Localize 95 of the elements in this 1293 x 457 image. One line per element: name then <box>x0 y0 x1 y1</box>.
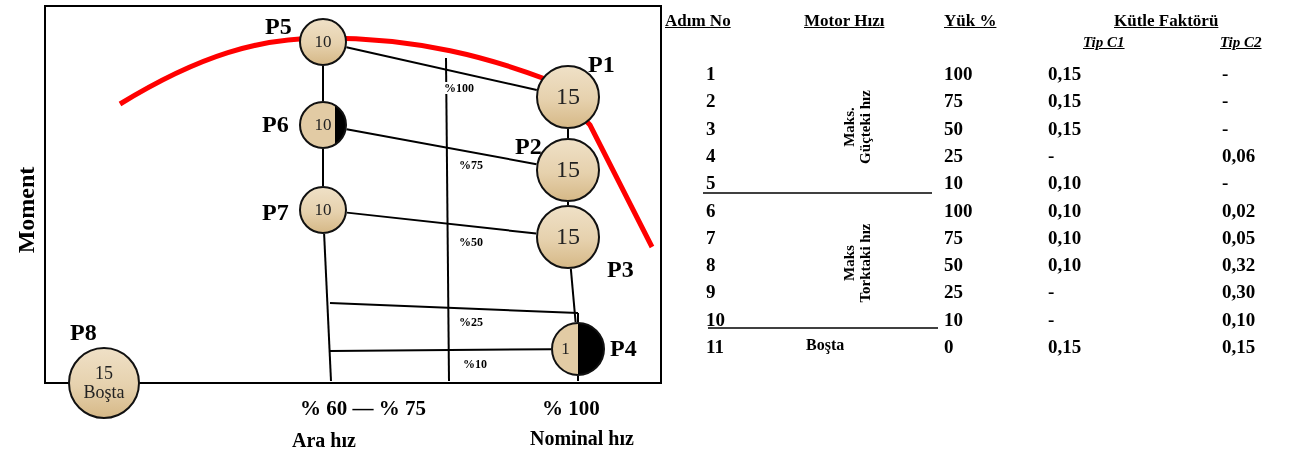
table-value: Boşta <box>806 337 845 353</box>
point-label: P8 <box>70 320 97 344</box>
connector-line <box>345 211 538 235</box>
table-value: 0,06 <box>1222 145 1256 165</box>
table-value: 8 <box>706 255 716 275</box>
mode-circle <box>551 322 605 376</box>
point-label: P4 <box>610 336 637 360</box>
speed-label: Ara hız <box>292 430 356 450</box>
speed-group-label: Maks. Güçteki hız <box>842 89 874 166</box>
table-value: 0,15 <box>1048 337 1082 356</box>
column-header: Tip C2 <box>1220 35 1262 50</box>
table-value: 10 <box>706 309 725 329</box>
table-value: 100 <box>944 64 973 83</box>
column-header: Kütle Faktörü <box>1114 12 1219 29</box>
table-value: 100 <box>944 200 973 220</box>
table-value: 0,10 <box>1048 173 1082 193</box>
table-value: 75 <box>944 91 963 111</box>
axis-title: Moment <box>14 166 38 254</box>
edge-label: %100 <box>443 82 475 94</box>
point-label: P3 <box>607 257 634 281</box>
table-value: 0,02 <box>1222 200 1256 220</box>
table-value: 50 <box>944 118 963 138</box>
table-value: 0 <box>944 337 954 356</box>
weight-number: 10 <box>314 116 332 134</box>
speed-label: % 100 <box>542 398 600 419</box>
point-label: P2 <box>515 134 542 158</box>
speed-label: % 60 — % 75 <box>300 398 426 419</box>
mode-circle <box>299 186 347 234</box>
table-value: 6 <box>706 200 716 220</box>
column-header: Adım No <box>665 12 731 29</box>
table-value: 0,15 <box>1222 337 1256 356</box>
connector-line <box>322 148 324 187</box>
connector-line <box>567 128 569 139</box>
weight-number: 15 <box>556 224 580 250</box>
mode-circle <box>536 205 600 269</box>
edge-label: %10 <box>462 358 488 370</box>
table-value: 2 <box>706 91 716 111</box>
speed-group-label: Maks Torktaki hız <box>842 222 874 305</box>
table-value: 0,30 <box>1222 282 1256 302</box>
column-header: Yük % <box>944 12 997 29</box>
table-value: 4 <box>706 145 716 165</box>
table-value: 0,05 <box>1222 227 1256 247</box>
weight-number: 15 <box>556 84 580 110</box>
table-value: 0,15 <box>1048 118 1082 138</box>
table-value: 0,10 <box>1048 200 1082 220</box>
table-value: 9 <box>706 282 716 302</box>
table-value: 0,10 <box>1048 255 1082 275</box>
table-value: 0,32 <box>1222 255 1256 275</box>
column-header: Tip C1 <box>1083 35 1125 50</box>
table-value: - <box>1048 282 1055 302</box>
speed-label: Nominal hız <box>530 428 634 448</box>
point-label: P6 <box>262 112 289 136</box>
mode-circle <box>299 18 347 66</box>
table-value: 3 <box>706 118 716 138</box>
connector-line <box>323 232 332 382</box>
connector-line <box>345 128 538 166</box>
table-value: - <box>1222 91 1229 111</box>
table-value: 11 <box>706 337 724 356</box>
connector-line <box>569 267 577 324</box>
connector-line <box>322 65 324 102</box>
edge-label: %50 <box>458 236 484 248</box>
table-value: 25 <box>944 282 963 302</box>
weight-number: 10 <box>314 201 332 219</box>
weight-number: 15 <box>95 364 113 383</box>
table-value: 10 <box>944 309 963 329</box>
point-label: P1 <box>588 52 615 76</box>
weight-number: 15 <box>556 157 580 183</box>
weight-number: Boşta <box>83 383 125 402</box>
table-value: 0,15 <box>1048 64 1082 83</box>
mode-circle <box>299 101 347 149</box>
connector-line <box>345 46 538 91</box>
column-header: Motor Hızı <box>804 12 885 29</box>
table-value: 10 <box>944 173 963 193</box>
table-value: 0,10 <box>1222 309 1256 329</box>
point-label: P5 <box>265 14 292 38</box>
table-value: 5 <box>706 173 716 193</box>
table-value: 1 <box>706 64 716 83</box>
table-value: 0,10 <box>1048 227 1082 247</box>
table-value: - <box>1048 145 1055 165</box>
weight-number: 10 <box>314 33 332 51</box>
table-value: - <box>1048 309 1055 329</box>
load-label: %25 <box>459 316 483 328</box>
point-label: P7 <box>262 200 289 224</box>
weight-number: 1 <box>561 340 570 358</box>
table-value: 7 <box>706 227 716 247</box>
table-value: 25 <box>944 145 963 165</box>
connector-line <box>329 348 552 352</box>
edge-label: %75 <box>458 159 484 171</box>
table-value: 50 <box>944 255 963 275</box>
table-value: - <box>1222 118 1229 138</box>
table-value: 75 <box>944 227 963 247</box>
table-value: - <box>1222 173 1229 193</box>
table-value: - <box>1222 64 1229 83</box>
table-value: 0,15 <box>1048 91 1082 111</box>
connector-line <box>567 201 569 206</box>
